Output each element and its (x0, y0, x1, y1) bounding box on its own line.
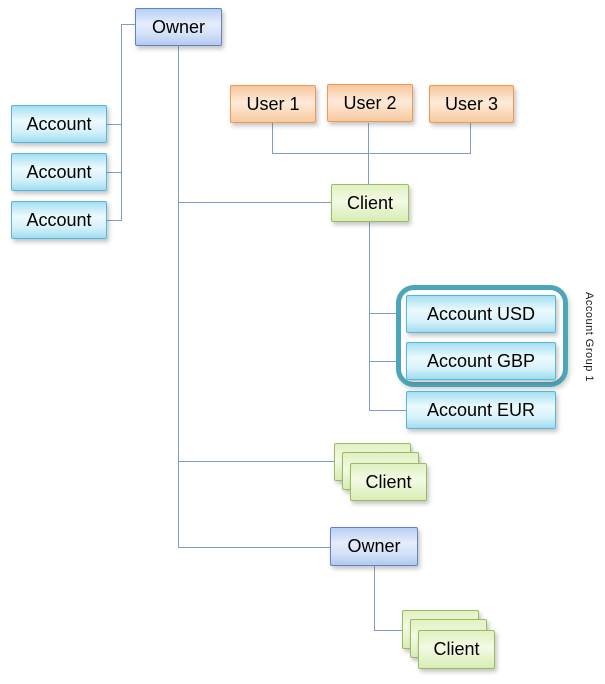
node-client-stack-mid-label: Client (365, 471, 412, 492)
node-owner-sub-label: Owner (347, 536, 401, 556)
node-account-3-label: Account (26, 209, 92, 230)
node-account-gbp: Account GBP (406, 342, 556, 380)
node-user-3: User 3 (429, 85, 514, 123)
connector-line (369, 313, 396, 314)
connector-line (374, 566, 375, 630)
node-account-3: Account (11, 201, 107, 239)
connector-line (178, 202, 331, 203)
node-client-stack-mid: Client (350, 463, 427, 501)
account-group-label: Account Group 1 (583, 291, 595, 383)
node-account-usd-label: Account USD (426, 303, 536, 324)
node-user-3-label: User 3 (444, 93, 498, 114)
node-account-gbp-label: Account GBP (426, 350, 536, 371)
account-group-border (396, 285, 568, 387)
connector-line (121, 24, 122, 221)
node-client-main: Client (331, 184, 409, 222)
node-account-1-label: Account (26, 113, 92, 134)
node-client-stack-bot-label: Client (433, 639, 480, 659)
connector-line (369, 222, 370, 410)
node-owner-top: Owner (135, 8, 222, 46)
connector-line (369, 410, 406, 411)
connector-line (107, 220, 121, 221)
node-account-eur-label: Account EUR (426, 399, 536, 420)
connector-line (272, 123, 273, 153)
node-owner-sub: Owner (330, 527, 418, 566)
connector-line (369, 361, 396, 362)
node-account-1: Account (11, 105, 107, 143)
connector-line (178, 461, 334, 462)
node-client-main-label: Client (346, 192, 394, 213)
node-account-usd: Account USD (406, 295, 556, 333)
connector-line (368, 123, 369, 184)
connector-line (470, 123, 471, 153)
node-user-1: User 1 (230, 85, 316, 123)
connector-line (178, 46, 179, 547)
node-user-1-label: User 1 (246, 93, 300, 114)
connector-line (178, 547, 330, 548)
node-owner-top-label: Owner (151, 16, 205, 37)
connector-line (121, 24, 135, 25)
node-client-stack-bot: Client (418, 630, 495, 669)
node-user-2: User 2 (327, 84, 413, 122)
connector-line (107, 172, 121, 173)
node-user-2-label: User 2 (343, 92, 397, 113)
connector-line (272, 153, 471, 154)
node-account-2-label: Account (26, 161, 92, 182)
connector-line (374, 630, 403, 631)
node-account-2: Account (11, 153, 107, 191)
connector-line (107, 124, 121, 125)
node-account-eur: Account EUR (406, 391, 556, 429)
